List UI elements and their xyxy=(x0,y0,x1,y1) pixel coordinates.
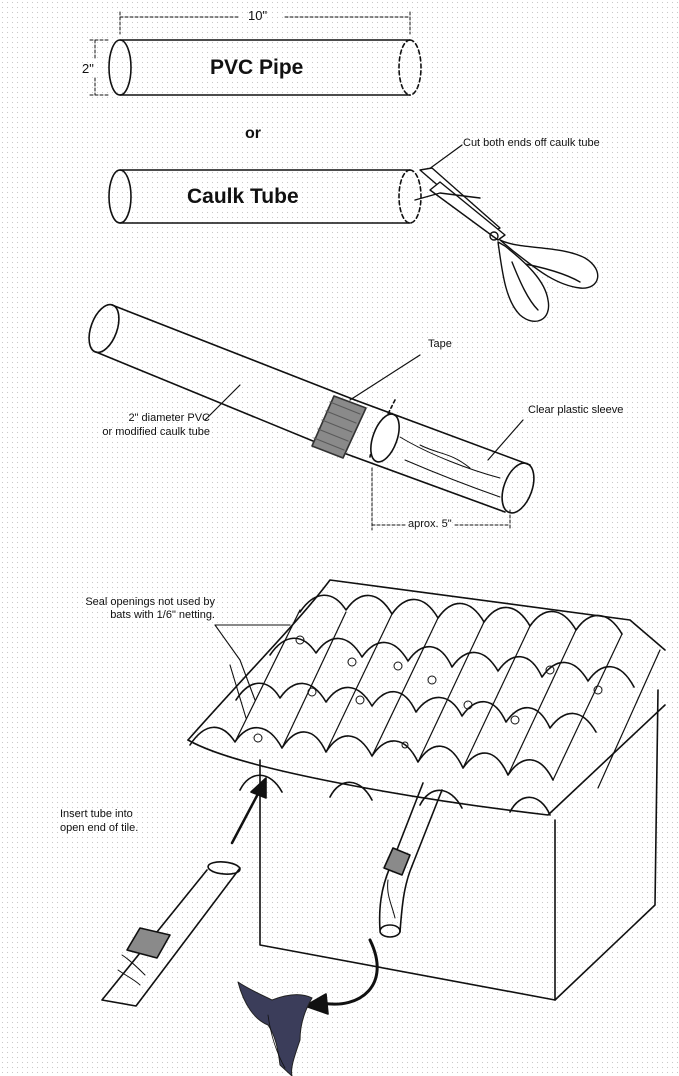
length-dimension-label: 10" xyxy=(248,8,268,23)
pvc-pipe-label: PVC Pipe xyxy=(210,56,304,79)
sleeve-leader-line xyxy=(487,419,524,461)
tape-label: Tape xyxy=(428,338,452,350)
or-label: or xyxy=(245,125,261,142)
installed-tube xyxy=(378,782,443,938)
pvc-note-line-1: 2" diameter PVC xyxy=(128,412,210,424)
pvc-note-line-2: or modified caulk tube xyxy=(102,426,210,438)
tape-band xyxy=(311,395,400,463)
diameter-dimension xyxy=(89,39,111,96)
insert-note-line-2: open end of tile. xyxy=(60,822,139,834)
insert-note-line-1: Insert tube into xyxy=(60,808,133,820)
seal-note-line-2: bats with 1/6" netting. xyxy=(110,609,215,621)
sleeve-label: Clear plastic sleeve xyxy=(528,404,624,416)
bat-icon xyxy=(237,981,313,1076)
pvc-pipe xyxy=(108,39,422,96)
length-dimension xyxy=(119,11,411,35)
diameter-dimension-label: 2" xyxy=(82,61,94,76)
caulk-tube-label: Caulk Tube xyxy=(187,185,299,208)
scissors-icon xyxy=(414,167,599,322)
seal-note-line-1: Seal openings not used by xyxy=(85,596,215,608)
loose-tube xyxy=(101,861,241,1007)
insert-arrow-icon xyxy=(230,777,267,845)
seal-leader-lines xyxy=(214,624,291,719)
cut-note: Cut both ends off caulk tube xyxy=(463,137,600,149)
length-dimension-sleeve xyxy=(371,467,511,531)
tape-leader-line xyxy=(349,354,421,401)
length-sleeve-label: aprox. 5" xyxy=(408,518,452,530)
pvc-note-leader-line xyxy=(204,384,241,421)
caulk-tube xyxy=(108,169,422,224)
roof-tiles xyxy=(187,579,666,1001)
exit-arrow-icon xyxy=(304,938,379,1015)
assembly-tube xyxy=(88,303,535,514)
